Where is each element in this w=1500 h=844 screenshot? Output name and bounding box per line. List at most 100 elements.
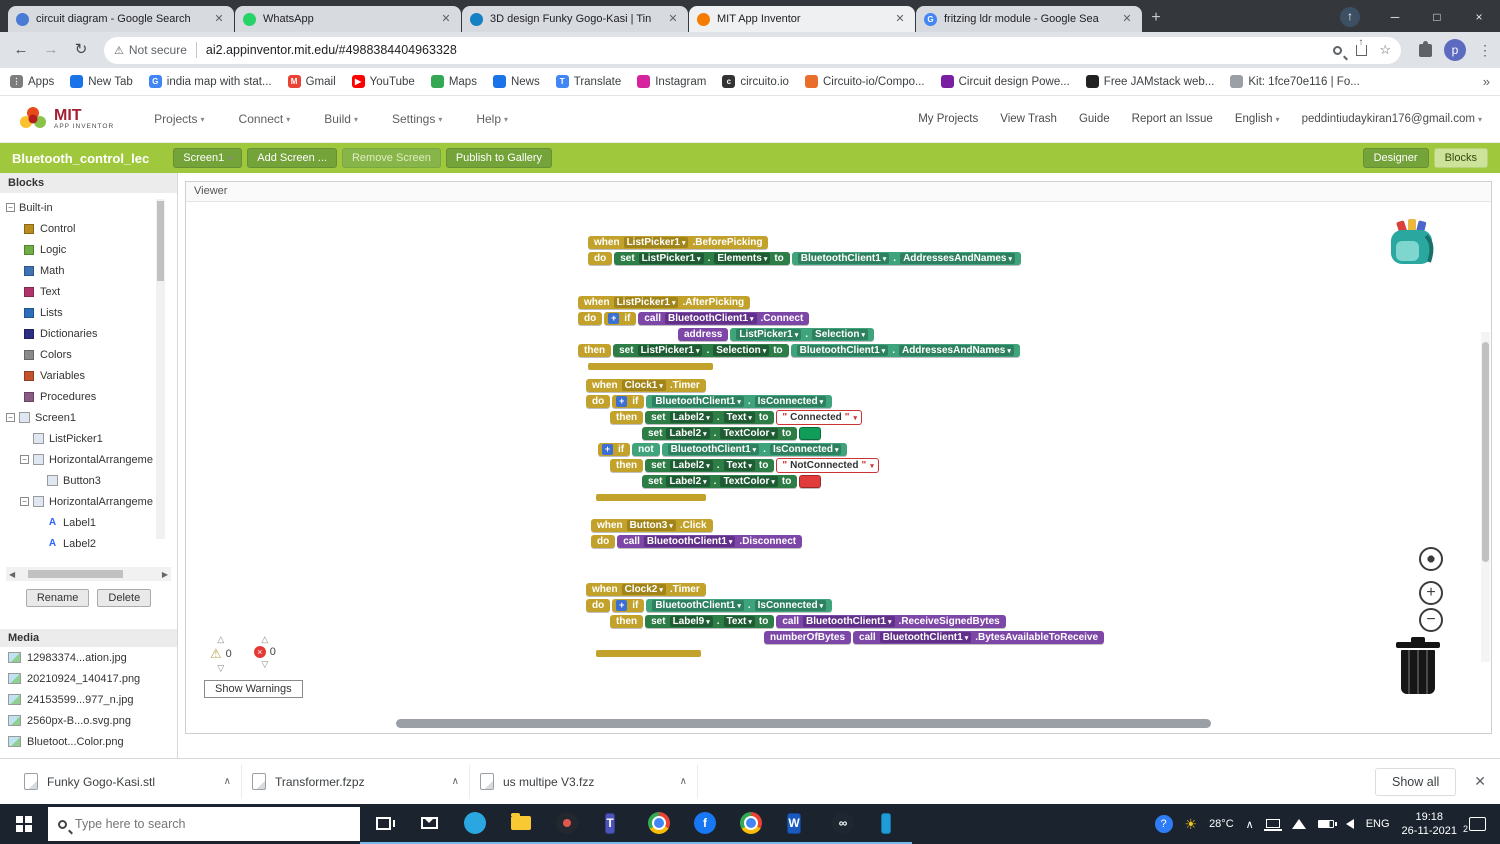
mail-icon[interactable]: [406, 804, 452, 844]
search-input[interactable]: [75, 817, 350, 831]
back-button[interactable]: ←: [13, 41, 29, 58]
event-segment[interactable]: then: [610, 459, 644, 472]
reload-button[interactable]: ↻: [74, 41, 88, 58]
media-file-item[interactable]: 24153599...977_n.jpg: [0, 689, 177, 710]
block-dropdown[interactable]: ListPicker1▾: [736, 329, 802, 340]
getter-segment[interactable]: BluetoothClient1▾.IsConnected▾: [661, 443, 848, 456]
block-dropdown[interactable]: Label9▾: [669, 616, 713, 627]
block-dropdown[interactable]: BluetoothClient1▾: [797, 253, 890, 264]
help-icon[interactable]: ?: [1154, 815, 1173, 833]
expander-icon[interactable]: −: [6, 413, 15, 422]
taskbar-search[interactable]: [48, 807, 360, 841]
url-text[interactable]: ai2.appinventor.mit.edu/#498838440496332…: [205, 43, 457, 57]
color-block[interactable]: [799, 475, 822, 488]
word-icon[interactable]: W: [774, 804, 820, 844]
getter-segment[interactable]: BluetoothClient1▾.AddressesAndNames▾: [790, 344, 1020, 357]
rename-button[interactable]: Rename: [25, 589, 90, 607]
security-chip[interactable]: ⚠ Not secure: [114, 43, 187, 57]
block-dropdown[interactable]: BluetoothClient1▾: [652, 396, 744, 407]
extensions-icon[interactable]: [1419, 40, 1432, 57]
warning-down-icon[interactable]: ▽: [217, 663, 225, 673]
backpack-icon[interactable]: [1384, 218, 1438, 271]
expander-icon[interactable]: −: [20, 497, 29, 506]
browser-tab[interactable]: 3D design Funky Gogo-Kasi | Tin✕: [462, 6, 688, 32]
view-button-blocks[interactable]: Blocks: [1433, 148, 1488, 168]
warning-nav[interactable]: △ ⚠0 ▽: [210, 634, 232, 674]
download-item[interactable]: Funky Gogo-Kasi.stl∧: [14, 764, 242, 799]
block-dropdown[interactable]: IsConnected▾: [754, 600, 827, 611]
center-blocks-icon[interactable]: [1419, 547, 1443, 571]
block-dropdown[interactable]: Text▾: [723, 412, 755, 423]
profile-avatar[interactable]: p: [1444, 39, 1466, 61]
chrome-2-icon[interactable]: [728, 804, 774, 844]
close-downloads-icon[interactable]: ✕: [1474, 773, 1486, 789]
view-button-designer[interactable]: Designer: [1362, 148, 1429, 168]
menu-build[interactable]: Build▾: [324, 112, 358, 126]
browser-menu-icon[interactable]: ⋮: [1478, 41, 1492, 58]
download-menu-chevron-icon[interactable]: ∧: [223, 776, 231, 787]
project-button[interactable]: Add Screen ...: [247, 148, 337, 168]
block-dropdown[interactable]: Label2▾: [669, 460, 713, 471]
bookmark-item[interactable]: Circuit design Powe...: [940, 75, 1070, 88]
block-dropdown[interactable]: Text▾: [723, 616, 755, 627]
block-dropdown[interactable]: Selection▾: [812, 329, 869, 340]
show-warnings-button[interactable]: Show Warnings: [204, 680, 303, 698]
delete-button[interactable]: Delete: [97, 589, 152, 607]
download-item[interactable]: us multipe V3.fzz∧: [470, 764, 698, 799]
palette-item-dictionaries[interactable]: Dictionaries: [0, 323, 177, 344]
new-tab-button[interactable]: +: [1151, 9, 1161, 26]
block-dropdown[interactable]: AddressesAndNames▾: [900, 253, 1015, 264]
browser-tab[interactable]: WhatsApp✕: [235, 6, 461, 32]
warning-up-icon[interactable]: △: [217, 634, 225, 644]
bookmark-item[interactable]: Free JAMstack web...: [1085, 75, 1214, 88]
palette-item-lists[interactable]: Lists: [0, 302, 177, 323]
mutator-gear-icon[interactable]: +: [602, 444, 613, 455]
block-dropdown[interactable]: IsConnected▾: [754, 396, 827, 407]
tinkercad-blue-icon[interactable]: [866, 804, 912, 844]
scroll-right-icon[interactable]: ▶: [161, 569, 168, 579]
teams-icon[interactable]: T: [590, 804, 636, 844]
error-up-icon[interactable]: △: [261, 634, 269, 644]
media-file-item[interactable]: 2560px-B...o.svg.png: [0, 710, 177, 731]
project-button[interactable]: Publish to Gallery: [445, 148, 553, 168]
task-view-icon[interactable]: [360, 804, 406, 844]
event-segment[interactable]: do: [588, 252, 613, 265]
block-dropdown[interactable]: Label2▾: [666, 476, 710, 487]
block-dropdown[interactable]: Elements▾: [714, 253, 771, 264]
block-dropdown[interactable]: ListPicker1▾: [638, 253, 704, 264]
color-block[interactable]: [799, 427, 822, 440]
block-dropdown[interactable]: ListPicker1▾: [613, 297, 679, 308]
block-dropdown[interactable]: BluetoothClient1▾: [879, 632, 972, 643]
getter-segment[interactable]: ListPicker1▾.Selection▾: [730, 328, 875, 341]
mutator-gear-icon[interactable]: +: [608, 313, 620, 324]
volume-icon[interactable]: [1345, 819, 1354, 829]
file-explorer-icon[interactable]: [498, 804, 544, 844]
block-dropdown[interactable]: Clock1▾: [621, 380, 666, 391]
notification-center-icon[interactable]: 2: [1463, 817, 1486, 834]
media-file-item[interactable]: 20210924_140417.png: [0, 668, 177, 689]
call-segment[interactable]: numberOfBytes: [764, 631, 852, 644]
event-segment[interactable]: +if: [604, 312, 637, 325]
block-dropdown[interactable]: BluetoothClient1▾: [803, 616, 895, 627]
menu-help[interactable]: Help▾: [476, 112, 508, 126]
device-icon[interactable]: [1263, 818, 1282, 831]
block-dropdown[interactable]: ListPicker1▾: [623, 237, 689, 248]
scroll-left-icon[interactable]: ◀: [9, 569, 16, 579]
